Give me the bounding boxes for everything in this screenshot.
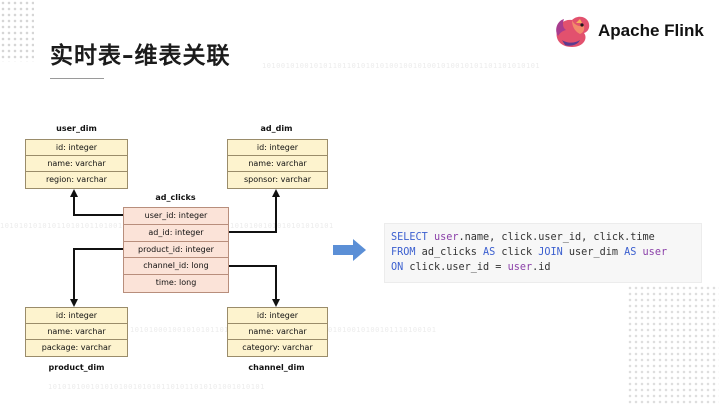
field-row: region: varchar [26, 172, 127, 188]
dot-pattern-bottom-right [627, 285, 719, 405]
user-id-connector [73, 195, 124, 216]
table-ad-dim: id: integer name: varchar sponsor: varch… [227, 139, 328, 189]
slide-title: 实时表–维表关联 [50, 43, 231, 69]
sql-keyword: FROM [391, 247, 416, 258]
product-id-connector [73, 248, 124, 302]
field-row: user_id: integer [124, 208, 228, 225]
field-row: package: varchar [26, 340, 127, 356]
arrowhead-up [70, 189, 78, 197]
table-product-dim: id: integer name: varchar package: varch… [25, 307, 128, 357]
sql-keyword: AS [483, 247, 496, 258]
field-row: channel_id: long [124, 258, 228, 276]
table-name-user-dim: user_dim [56, 124, 97, 133]
sql-keyword: AS [624, 247, 637, 258]
flink-squirrel-icon [556, 16, 590, 47]
field-row: id: integer [228, 140, 327, 156]
table-name-channel-dim: channel_dim [248, 363, 305, 372]
sql-text: click.user_id = [403, 262, 508, 273]
sql-keyword: ON [391, 262, 404, 273]
sql-line-2: FROM ad_clicks AS click JOIN user_dim AS… [391, 247, 667, 258]
arrowhead-up [272, 189, 280, 197]
field-row: sponsor: varchar [228, 172, 327, 188]
sql-text: .name, click.user_id, click.time [458, 232, 655, 243]
table-name-product-dim: product_dim [48, 363, 105, 372]
field-row: product_id: integer [124, 241, 228, 259]
sql-text: ad_clicks [415, 247, 484, 258]
table-ad-clicks: user_id: integer ad_id: integer product_… [123, 207, 229, 293]
field-row: id: integer [228, 308, 327, 324]
table-name-ad-clicks: ad_clicks [155, 193, 196, 202]
arrowhead-down [272, 299, 280, 307]
sql-identifier: user [507, 262, 533, 273]
table-name-ad-dim: ad_dim [260, 124, 293, 133]
sql-text: .id [532, 262, 551, 273]
table-channel-dim: id: integer name: varchar category: varc… [227, 307, 328, 357]
sql-keyword: JOIN [538, 247, 563, 258]
binary-pattern: 1010100101010101010101 [230, 222, 334, 230]
right-arrow-icon [333, 239, 366, 261]
field-row: name: varchar [26, 324, 127, 340]
field-row: id: integer [26, 140, 127, 156]
sql-identifier: user [433, 232, 459, 243]
sql-line-1: SELECT user.name, click.user_id, click.t… [391, 232, 655, 243]
field-row: name: varchar [228, 324, 327, 340]
sql-code-block: SELECT user.name, click.user_id, click.t… [384, 223, 702, 283]
sql-identifier: user [642, 247, 668, 258]
table-user-dim: id: integer name: varchar region: varcha… [25, 139, 128, 189]
dot-pattern-top-left [0, 0, 34, 62]
sql-line-3: ON click.user_id = user.id [391, 262, 551, 273]
apache-flink-logo: Apache Flink [552, 12, 704, 50]
binary-pattern: 1010101010101101010110100101 [0, 222, 133, 230]
ad-id-connector [227, 195, 277, 233]
binary-pattern: 1010010100101011011010101010010010100101… [262, 62, 541, 70]
sql-keyword: SELECT [391, 232, 428, 243]
field-row: id: integer [26, 308, 127, 324]
binary-pattern: 1010101001010101001010101101011010101001… [48, 383, 265, 391]
field-row: ad_id: integer [124, 224, 228, 242]
channel-id-connector [227, 265, 277, 302]
field-row: name: varchar [26, 156, 127, 172]
field-row: name: varchar [228, 156, 327, 172]
arrowhead-down [70, 299, 78, 307]
sql-text: click [495, 247, 539, 258]
logo-text: Apache Flink [598, 21, 704, 40]
sql-text: user_dim [562, 247, 625, 258]
field-row: category: varchar [228, 340, 327, 356]
field-row: time: long [124, 275, 228, 292]
title-underline [50, 78, 104, 79]
